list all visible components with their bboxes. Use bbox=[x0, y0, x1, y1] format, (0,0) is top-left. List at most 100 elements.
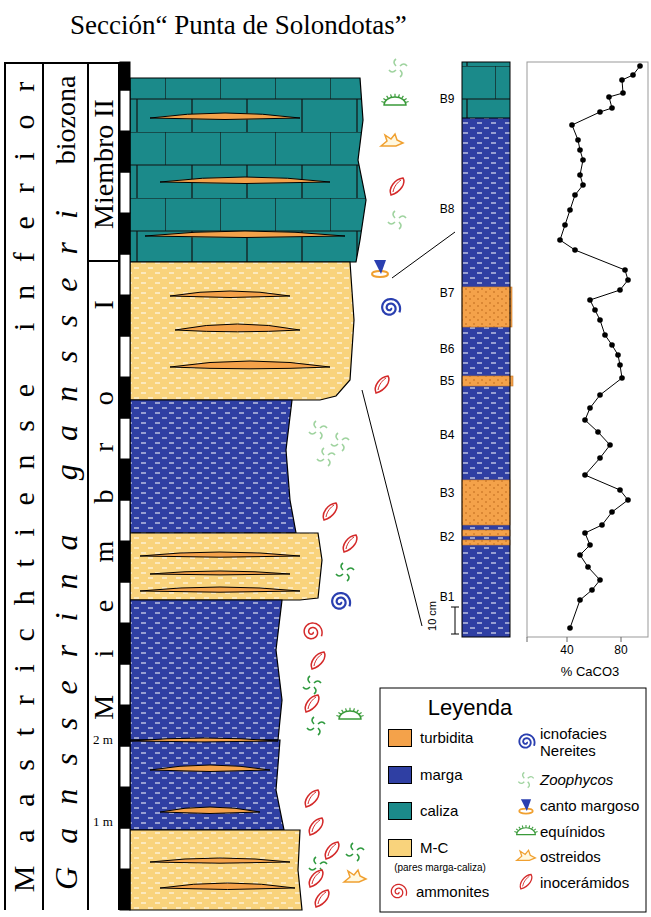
echinoid-spine bbox=[525, 825, 526, 828]
legend-symbol bbox=[519, 734, 534, 747]
zoophycos-trace bbox=[312, 717, 314, 724]
scale-segment bbox=[120, 254, 130, 295]
data-point bbox=[630, 72, 636, 78]
inoceramid-outline bbox=[520, 875, 532, 889]
fossil-symbol bbox=[381, 134, 403, 146]
zoophycos-trace bbox=[342, 438, 349, 440]
scale-segment bbox=[120, 869, 130, 910]
zoophycos-trace bbox=[347, 568, 354, 570]
zoophycos-trace bbox=[320, 432, 322, 439]
nereites-spiral bbox=[519, 734, 534, 747]
bed-label: B2 bbox=[439, 531, 456, 545]
lens bbox=[160, 883, 295, 890]
data-point bbox=[617, 287, 623, 293]
echinoid-spine bbox=[401, 96, 403, 99]
inoceramid-outline bbox=[309, 870, 323, 887]
scale-segment bbox=[120, 705, 130, 746]
bed-label: B6 bbox=[439, 343, 456, 357]
inoceramid-rib bbox=[308, 792, 316, 804]
legend-text: ostreidos bbox=[540, 848, 601, 865]
fossil-symbol bbox=[309, 421, 327, 439]
vertical-label: Gansserina gansseri bbox=[50, 187, 82, 913]
clast-wedge bbox=[521, 799, 531, 811]
zoophycos-trace bbox=[314, 421, 316, 428]
echinoid-spine bbox=[338, 712, 341, 714]
data-point bbox=[620, 90, 626, 96]
echinoid-spine bbox=[360, 715, 363, 717]
inoceramid-outline bbox=[390, 178, 404, 195]
zoophycos-trace bbox=[328, 459, 330, 466]
illustration-part bbox=[557, 63, 643, 631]
axis-title: % CaCO3 bbox=[560, 665, 621, 680]
scale-segment bbox=[120, 459, 130, 500]
lens bbox=[150, 858, 290, 863]
inoceramid-outline bbox=[323, 503, 337, 520]
echinoid-spine bbox=[353, 708, 354, 711]
zoophycos-trace bbox=[523, 772, 525, 778]
data-point bbox=[587, 405, 593, 411]
scale-label: 2 m bbox=[92, 733, 114, 748]
data-point bbox=[585, 564, 591, 570]
echinoid-spine bbox=[516, 829, 518, 831]
vertical-label: Miembro II bbox=[90, 99, 118, 229]
caco3-curve bbox=[560, 66, 640, 628]
data-point bbox=[582, 472, 588, 478]
turbidite-bed bbox=[462, 287, 512, 327]
data-point bbox=[625, 497, 631, 503]
zoophycos-trace bbox=[518, 782, 524, 784]
fossil-symbol bbox=[381, 94, 408, 105]
zoophycos-trace bbox=[400, 64, 407, 66]
zoophycos-trace bbox=[336, 433, 338, 440]
data-point bbox=[577, 597, 583, 603]
fossil-symbol bbox=[325, 842, 339, 859]
bed-label: B1 bbox=[439, 591, 456, 605]
scale-segment bbox=[120, 418, 130, 459]
data-point bbox=[606, 94, 612, 100]
inoceramid-outline bbox=[315, 890, 329, 907]
legend-text: Zoophycos bbox=[540, 771, 613, 788]
turbidite-bed bbox=[462, 376, 513, 386]
echinoid-spine bbox=[356, 710, 358, 713]
zoophycos-trace bbox=[394, 59, 396, 66]
zoophycos-trace bbox=[399, 222, 401, 229]
zoophycos-trace bbox=[357, 854, 359, 861]
scale-segment bbox=[120, 62, 130, 90]
fossil-symbol bbox=[309, 870, 323, 887]
turbidite-bed bbox=[462, 530, 510, 536]
scale-segment bbox=[120, 541, 130, 582]
echinoid-spine bbox=[404, 98, 407, 100]
echinoid-spine bbox=[531, 827, 533, 829]
echinoid-spine bbox=[349, 708, 350, 711]
echinoid-spine bbox=[394, 94, 395, 97]
data-point bbox=[582, 530, 588, 536]
lens bbox=[150, 113, 300, 120]
bed-label: B9 bbox=[439, 93, 456, 107]
column-outline bbox=[462, 62, 510, 637]
data-point bbox=[615, 352, 621, 358]
echinoid-spine bbox=[336, 715, 339, 717]
fossil-symbol bbox=[388, 211, 406, 229]
inoceramid-rib bbox=[328, 844, 336, 856]
lens bbox=[130, 738, 278, 742]
legend-symbol bbox=[391, 884, 406, 897]
bed-label: B4 bbox=[439, 429, 456, 443]
inoceramid-rib bbox=[312, 872, 320, 884]
zoophycos-trace bbox=[347, 574, 349, 581]
ammonite-spiral bbox=[304, 623, 322, 639]
data-point bbox=[569, 122, 575, 128]
zoophycos-trace bbox=[303, 687, 310, 689]
legend-symbol bbox=[519, 799, 533, 813]
scale-segment bbox=[120, 377, 130, 418]
scale-bar bbox=[120, 62, 130, 910]
legend-text: equínidos bbox=[540, 823, 605, 840]
bed bbox=[130, 78, 366, 262]
zoophycos-trace bbox=[357, 848, 364, 850]
scale-segment bbox=[120, 295, 130, 336]
zoophycos-trace bbox=[342, 444, 344, 451]
inoceramid-rib bbox=[346, 537, 354, 549]
zoophycos-trace bbox=[388, 222, 395, 224]
data-point bbox=[587, 297, 593, 303]
scale-bracket bbox=[451, 607, 459, 634]
legend-symbol bbox=[520, 875, 532, 889]
data-point bbox=[597, 109, 603, 115]
